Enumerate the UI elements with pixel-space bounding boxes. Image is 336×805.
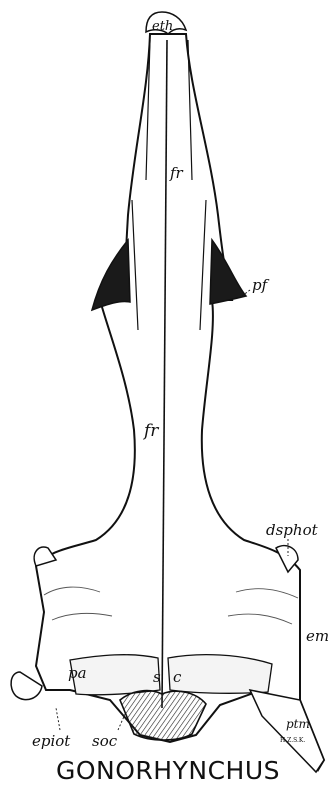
- label-fr-lower: fr: [142, 421, 159, 441]
- label-pf: pf: [252, 276, 270, 294]
- prefrontal-left: [92, 240, 130, 310]
- artist-initials: H.Z.S.K.: [280, 737, 305, 744]
- label-soc: soc: [92, 732, 118, 750]
- label-epiot: epiot: [32, 732, 71, 750]
- label-fr-upper: fr: [169, 164, 184, 182]
- figure-title: GONORHYNCHUS: [0, 756, 336, 785]
- epiotic: [11, 672, 42, 700]
- label-pa: pa: [68, 664, 87, 682]
- label-c: c: [173, 668, 182, 686]
- label-s: s: [153, 668, 161, 686]
- prefrontal-right: [210, 240, 246, 304]
- label-dsphot: dsphot: [266, 521, 319, 539]
- label-em: em: [306, 627, 329, 645]
- label-ptm: ptm: [286, 717, 310, 731]
- label-eth: eth: [152, 19, 173, 34]
- supraoccipital: [120, 691, 206, 740]
- parietal-right: [168, 655, 272, 694]
